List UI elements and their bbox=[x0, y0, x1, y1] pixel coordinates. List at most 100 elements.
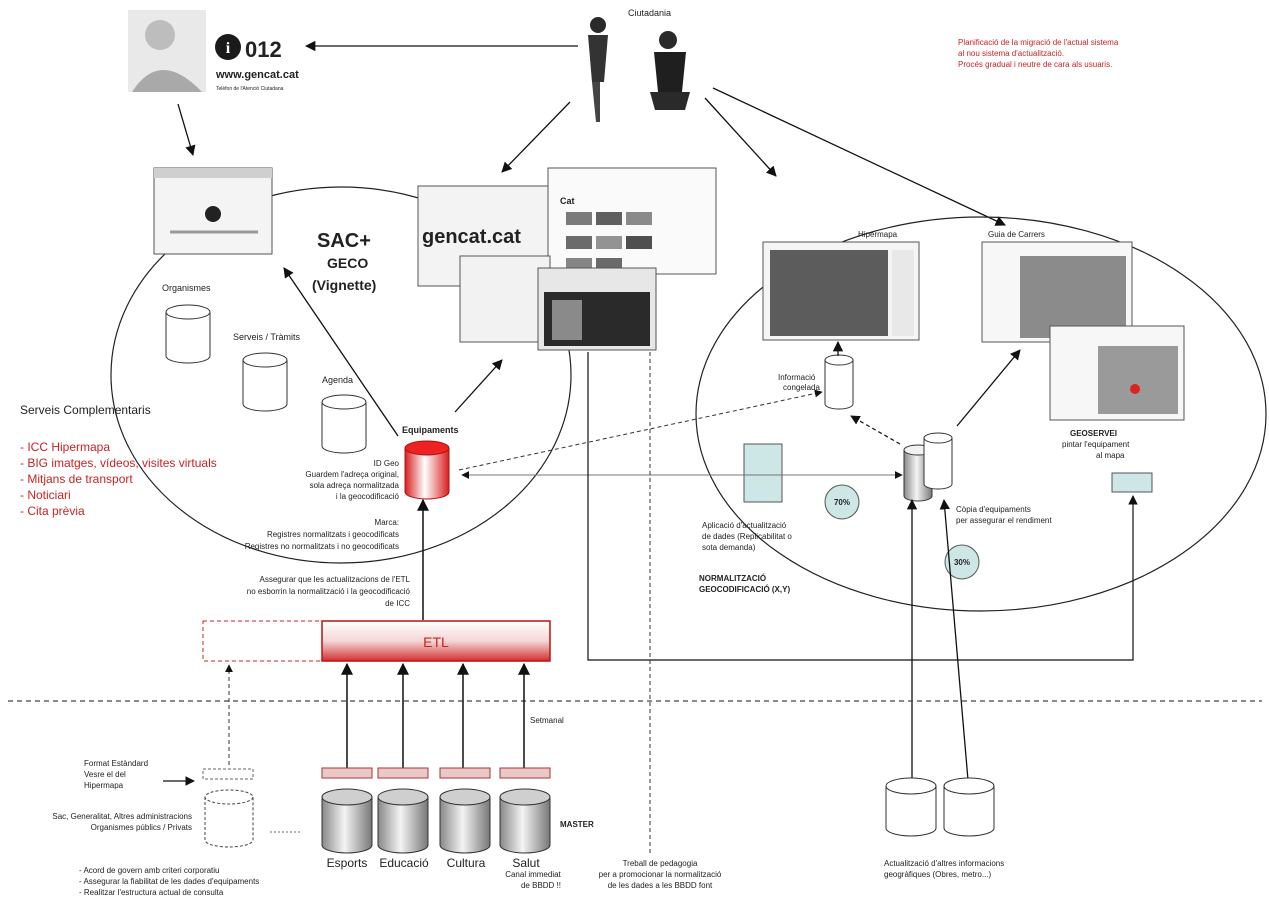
svg-text:per assegurar el rendiment: per assegurar el rendiment bbox=[956, 516, 1052, 525]
info-012-number: 012 bbox=[245, 37, 282, 62]
migration-note: Planificació de la migració de l'actual … bbox=[958, 38, 1119, 69]
svg-text:i la geocodificació: i la geocodificació bbox=[336, 492, 400, 501]
citizens-figures bbox=[588, 17, 690, 122]
svg-text:Actualització d'altres informa: Actualització d'altres informacions bbox=[884, 859, 1004, 868]
svg-text:Marca:: Marca: bbox=[375, 518, 399, 527]
geoserveis-text: GEOSERVEI pintar l'equipament al mapa bbox=[1062, 429, 1130, 460]
info-012-small: Telèfon de l'Atenció Ciutadana bbox=[216, 86, 284, 92]
svg-text:Còpia d'equipaments: Còpia d'equipaments bbox=[956, 505, 1031, 514]
copia-text: Còpia d'equipaments per assegurar el ren… bbox=[956, 505, 1052, 525]
svg-text:Educació: Educació bbox=[379, 856, 429, 870]
svg-text:GEOSERVEI: GEOSERVEI bbox=[1070, 429, 1117, 438]
svg-text:sota demanda): sota demanda) bbox=[702, 543, 756, 552]
svg-text:al nou sistema d'actualització: al nou sistema d'actualització. bbox=[958, 49, 1064, 58]
info-screenshot bbox=[153, 167, 273, 255]
master-dbs bbox=[321, 662, 551, 854]
maps-cloud bbox=[695, 216, 1267, 612]
svg-text:ID Geo: ID Geo bbox=[374, 459, 400, 468]
sac-generalitat-text: Sac, Generalitat, Altres administracions… bbox=[52, 812, 192, 832]
etl-bar: ETL bbox=[202, 620, 551, 662]
svg-text:Organismes públics / Privats: Organismes públics / Privats bbox=[91, 823, 192, 832]
svg-text:GEOCODIFICACIÓ (X,Y): GEOCODIFICACIÓ (X,Y) bbox=[699, 585, 790, 594]
svg-text:Agenda: Agenda bbox=[322, 375, 353, 385]
svg-text:- Mitjans de transport: - Mitjans de transport bbox=[20, 472, 133, 486]
svg-text:- Noticiari: - Noticiari bbox=[20, 488, 71, 502]
svg-text:sola adreça normalitzada: sola adreça normalitzada bbox=[310, 481, 400, 490]
etl-note: Assegurar que les actualitzacions de l'E… bbox=[247, 575, 411, 608]
svg-text:geogràfiques (Obres, metro...): geogràfiques (Obres, metro...) bbox=[884, 870, 991, 879]
svg-text:- Cita prèvia: - Cita prèvia bbox=[20, 504, 85, 518]
svg-text:- Realitzar l'estructura actua: - Realitzar l'estructura actual de consu… bbox=[79, 888, 224, 897]
external-sources bbox=[163, 664, 300, 848]
svg-text:pintar l'equipament: pintar l'equipament bbox=[1062, 440, 1130, 449]
svg-text:Informació: Informació bbox=[778, 373, 816, 382]
svg-text:no esborrin la normalització i: no esborrin la normalització i la geocod… bbox=[247, 587, 411, 596]
svg-text:Planificació de la migració de: Planificació de la migració de l'actual … bbox=[958, 38, 1119, 47]
svg-text:Sac, Generalitat, Altres admin: Sac, Generalitat, Altres administracions bbox=[52, 812, 192, 821]
svg-text:de les dades a les BBDD font: de les dades a les BBDD font bbox=[608, 881, 713, 890]
svg-text:SAC+: SAC+ bbox=[317, 230, 371, 252]
info-012-web: www.gencat.cat bbox=[215, 69, 299, 81]
db-copia-equipaments bbox=[903, 432, 953, 502]
setmanal-label: Setmanal bbox=[530, 716, 564, 725]
svg-text:- Assegurar la fiabilitat de l: - Assegurar la fiabilitat de les dades d… bbox=[79, 877, 259, 886]
svg-text:Canal immediat: Canal immediat bbox=[505, 870, 561, 879]
svg-text:Esports: Esports bbox=[327, 856, 368, 870]
svg-text:Serveis / Tràmits: Serveis / Tràmits bbox=[233, 332, 301, 342]
svg-text:al mapa: al mapa bbox=[1096, 451, 1125, 460]
master-labels: Esports Educació Cultura Salut bbox=[327, 856, 541, 870]
svg-text:Format Estàndard: Format Estàndard bbox=[84, 759, 148, 768]
canal-immediat: Canal immediat de BBDD !! bbox=[505, 870, 561, 890]
equipaments-desc: ID Geo Guardem l'adreça original, sola a… bbox=[305, 459, 399, 501]
db-organismes: Organismes bbox=[162, 283, 211, 364]
guia-carrers-screenshot: Guia de Carrers bbox=[981, 230, 1133, 343]
svg-text:Equipaments: Equipaments bbox=[402, 425, 459, 435]
svg-text:Hipermapa: Hipermapa bbox=[858, 230, 898, 239]
svg-text:Treball de pedagogia: Treball de pedagogia bbox=[623, 859, 698, 868]
pct-30: 30% bbox=[944, 544, 980, 580]
svg-text:Assegurar que les actualitzaci: Assegurar que les actualitzacions de l'E… bbox=[260, 575, 411, 584]
svg-text:- BIG imatges, vídeos, visites: - BIG imatges, vídeos, visites virtuals bbox=[20, 456, 217, 470]
svg-text:i: i bbox=[226, 40, 231, 57]
svg-text:Vesre el del: Vesre el del bbox=[84, 770, 126, 779]
cat-label: Cat bbox=[560, 196, 575, 206]
svg-text:de BBDD !!: de BBDD !! bbox=[521, 881, 561, 890]
svg-text:Serveis Complementaris: Serveis Complementaris bbox=[20, 403, 151, 417]
aplicacio-text: Aplicació d'actualització de dades (Repl… bbox=[702, 521, 792, 552]
geoserveis-screenshot bbox=[1049, 325, 1185, 421]
svg-text:30%: 30% bbox=[954, 558, 970, 567]
sac-cloud bbox=[110, 186, 572, 564]
svg-text:Guia de Carrers: Guia de Carrers bbox=[988, 230, 1045, 239]
pct-70: 70% bbox=[824, 484, 860, 520]
bottom-notes: - Acord de govern amb criteri corporatiu… bbox=[79, 866, 259, 897]
gencat-screenshots: gencat.cat Cat bbox=[417, 167, 717, 351]
format-text: Format Estàndard Vesre el del Hipermapa bbox=[84, 759, 148, 790]
svg-text:Registres normalitzats i geoco: Registres normalitzats i geocodificats bbox=[267, 530, 399, 539]
actualitzacio-text: Actualització d'altres informacions geog… bbox=[884, 859, 1004, 879]
svg-text:ETL: ETL bbox=[423, 634, 449, 650]
svg-text:Guardem l'adreça original,: Guardem l'adreça original, bbox=[305, 470, 399, 479]
gencat-label: gencat.cat bbox=[422, 226, 521, 248]
svg-text:GECO: GECO bbox=[327, 255, 368, 271]
svg-text:Salut: Salut bbox=[512, 856, 540, 870]
svg-text:Aplicació d'actualització: Aplicació d'actualització bbox=[702, 521, 787, 530]
svg-text:congelada: congelada bbox=[783, 383, 820, 392]
svg-text:- Acord de govern amb criteri: - Acord de govern amb criteri corporatiu bbox=[79, 866, 220, 875]
operator-photo bbox=[128, 10, 206, 92]
info-012-logo: i 012 www.gencat.cat Telèfon de l'Atenci… bbox=[215, 34, 299, 92]
treball-pedagogia: Treball de pedagogia per a promocionar l… bbox=[599, 859, 722, 890]
db-equipaments: Equipaments bbox=[402, 425, 459, 500]
svg-text:(Vignette): (Vignette) bbox=[312, 277, 376, 293]
svg-text:70%: 70% bbox=[834, 498, 850, 507]
hipermapa-screenshot: Hipermapa bbox=[762, 230, 920, 341]
aplicacio-box bbox=[743, 443, 783, 503]
svg-text:de ICC: de ICC bbox=[385, 599, 410, 608]
svg-text:Organismes: Organismes bbox=[162, 283, 211, 293]
normalitzacio-text: NORMALITZACIÓ GEOCODIFICACIÓ (X,Y) bbox=[699, 574, 790, 594]
sac-title: SAC+ GECO (Vignette) bbox=[312, 230, 376, 293]
master-label: MASTER bbox=[560, 820, 594, 829]
db-agenda: Agenda bbox=[321, 375, 367, 454]
db-info-congelada: Informació congelada bbox=[778, 354, 854, 410]
svg-text:de dades (Replicabilitat o: de dades (Replicabilitat o bbox=[702, 532, 792, 541]
